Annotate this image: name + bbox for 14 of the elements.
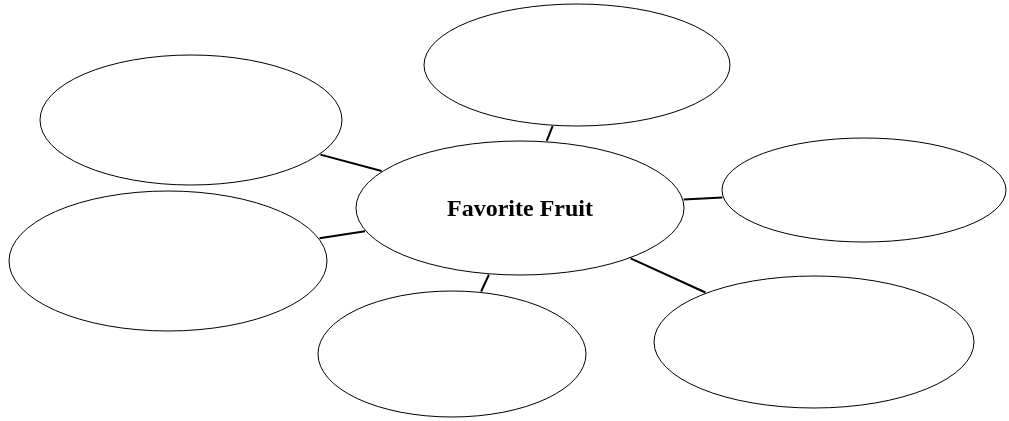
connector-line: [682, 196, 724, 201]
connector-line: [629, 257, 707, 294]
connector-line: [319, 153, 383, 172]
connector-line: [318, 230, 366, 240]
ellipse-node: [317, 290, 587, 418]
ellipse-node: [39, 54, 343, 186]
ellipse-node: [423, 3, 731, 127]
ellipse-node: [653, 275, 975, 409]
ellipse-node: [721, 137, 1007, 243]
ellipse-node: [8, 190, 328, 332]
connector-line: [480, 273, 490, 293]
node-label: Favorite Fruit: [447, 194, 593, 223]
connector-line: [545, 125, 554, 142]
ellipse-node: [355, 140, 685, 276]
